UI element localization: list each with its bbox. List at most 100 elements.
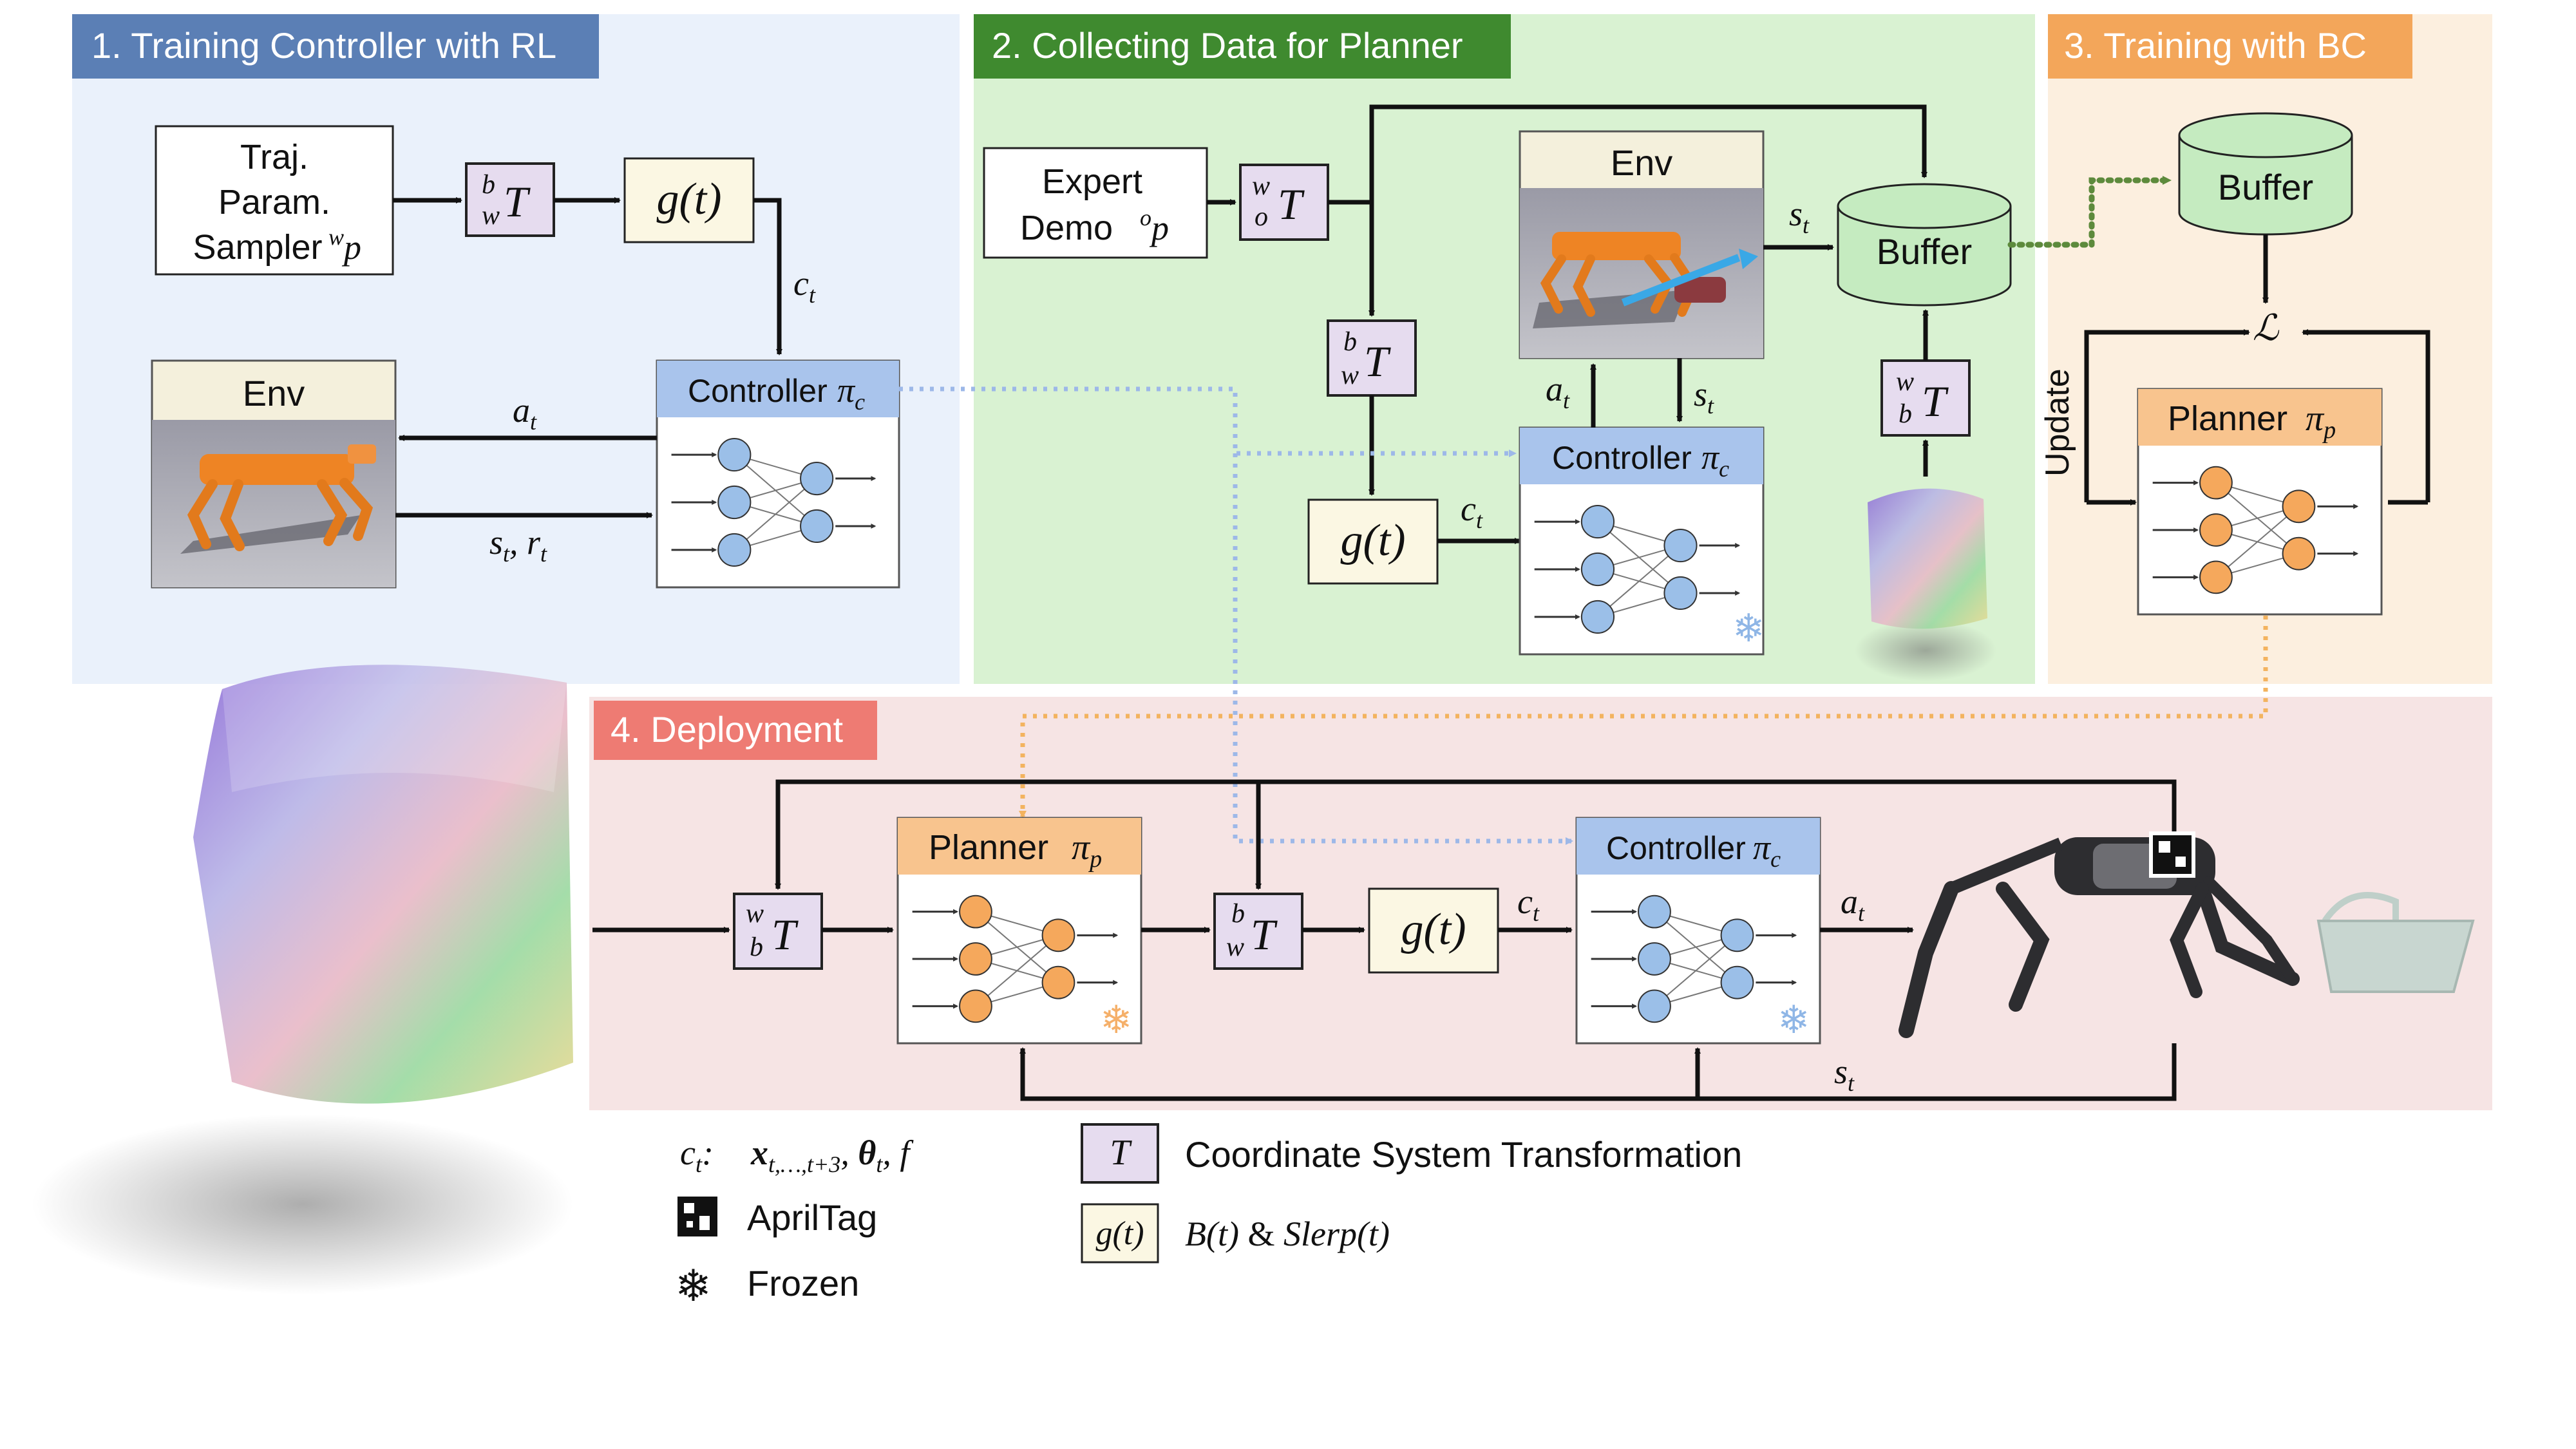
s4-g-box: g(t): [1368, 887, 1499, 974]
legend: ct: xt,…,t+3, θt, f AprilTag ❄ Frozen T …: [675, 1123, 1742, 1312]
svg-text:πp: πp: [2306, 399, 2336, 444]
s2-pointcloud-image: [1855, 488, 1996, 681]
nn-node: [717, 533, 752, 567]
svg-text:T: T: [1110, 1133, 1132, 1173]
svg-text:Controller: Controller: [1606, 830, 1746, 866]
svg-text:Buffer: Buffer: [1877, 231, 1972, 272]
s2-robot-image: [1533, 232, 1758, 328]
svg-text:Controller: Controller: [688, 373, 828, 409]
svg-text:πp: πp: [1072, 828, 1102, 873]
nn-node: [717, 485, 752, 520]
nn-node: [1720, 965, 1754, 999]
s1-sampler-box: Traj. Param. Sampler wp: [155, 125, 394, 276]
svg-text:ct: ct: [1517, 882, 1540, 926]
svg-text:st: st: [1694, 375, 1714, 419]
svg-text:2. Collecting Data for Planner: 2. Collecting Data for Planner: [992, 25, 1463, 66]
svg-text:πc: πc: [1753, 828, 1781, 872]
svg-text:T: T: [1251, 910, 1278, 959]
svg-text:Frozen: Frozen: [747, 1263, 859, 1303]
svg-text:w: w: [482, 201, 500, 231]
svg-text:at: at: [1841, 882, 1865, 926]
svg-text:g(t): g(t): [1095, 1215, 1144, 1252]
svg-text:b: b: [1343, 327, 1357, 357]
svg-text:AprilTag: AprilTag: [747, 1197, 877, 1238]
nn-node: [2199, 513, 2233, 547]
s4-planner-frozen-icon: ❄: [1100, 998, 1132, 1043]
s1-g-box: g(t): [623, 157, 755, 243]
svg-text:g(t): g(t): [1340, 516, 1405, 565]
section1-header: 1. Training Controller with RL: [72, 14, 599, 79]
svg-text:g(t): g(t): [656, 175, 721, 224]
svg-text:Param.: Param.: [218, 183, 330, 222]
svg-text:1. Training Controller with RL: 1. Training Controller with RL: [91, 25, 556, 66]
svg-text:at: at: [1546, 370, 1570, 413]
nn-node: [1041, 918, 1075, 952]
nn-node: [1580, 600, 1615, 634]
s4-transform-wb: w b T: [733, 893, 823, 970]
s2-expert-box: Expert Demo op: [983, 147, 1208, 259]
svg-text:at: at: [513, 391, 537, 435]
apriltag-icon: [677, 1197, 717, 1236]
svg-text:g(t): g(t): [1401, 905, 1466, 954]
svg-text:Expert: Expert: [1042, 162, 1142, 201]
nn-node: [959, 895, 992, 929]
s4-robot-image: [1899, 831, 2475, 1038]
legend-T-box: [1081, 1123, 1159, 1184]
svg-text:Planner: Planner: [929, 828, 1048, 867]
s3-planner-box: Planner πp: [2137, 388, 2383, 616]
svg-text:op: op: [1140, 205, 1169, 247]
nn-node: [1720, 918, 1754, 952]
nn-node: [2282, 489, 2316, 524]
nn-node: [1638, 989, 1671, 1023]
svg-text:T: T: [1278, 180, 1305, 229]
s4-transform-bw: b w T: [1213, 893, 1303, 970]
svg-text:Buffer: Buffer: [2218, 167, 2313, 207]
s1-robot-image: [180, 444, 376, 554]
nn-node: [1638, 942, 1671, 976]
s2-buffer: Buffer: [1837, 183, 2012, 307]
s4-planner-box: Planner πp ❄: [896, 817, 1142, 1045]
svg-text:b: b: [1899, 399, 1912, 429]
section3-header: 3. Training with BC: [2048, 14, 2412, 79]
s3-buffer: Buffer: [2178, 112, 2353, 236]
nn-node: [800, 461, 834, 496]
svg-text:Demo: Demo: [1020, 209, 1113, 247]
svg-text:o: o: [1255, 202, 1268, 232]
s2-transform-wo: w o T: [1239, 164, 1329, 241]
s3-update-label: Update: [2039, 368, 2076, 477]
svg-text:st: st: [1834, 1052, 1855, 1096]
s2-controller-box: Controller πc ❄: [1519, 426, 1765, 656]
svg-text:T: T: [1922, 377, 1949, 426]
svg-text:Sampler: Sampler: [193, 228, 322, 267]
nn-node: [1580, 505, 1615, 539]
s1-transform-box: b w T: [465, 162, 555, 237]
s4-controller-frozen-icon: ❄: [1777, 998, 1810, 1043]
section2-bg: [974, 14, 2035, 684]
svg-text:Env: Env: [1611, 142, 1673, 183]
svg-text:w: w: [746, 899, 764, 929]
svg-text:Coordinate System Transformati: Coordinate System Transformation: [1185, 1134, 1742, 1175]
svg-text:Env: Env: [243, 373, 305, 413]
nn-node: [1663, 528, 1698, 563]
svg-text:b: b: [482, 170, 495, 200]
svg-text:b: b: [750, 933, 763, 962]
legend-ct-def: xt,…,t+3, θt, f: [750, 1133, 914, 1177]
nn-node: [959, 989, 992, 1023]
svg-text:Planner: Planner: [2168, 399, 2287, 438]
svg-text:wp: wp: [328, 224, 361, 267]
nn-node: [1638, 895, 1671, 929]
nn-node: [2199, 560, 2233, 594]
svg-text:T: T: [504, 177, 531, 226]
nn-node: [959, 942, 992, 976]
section4-header: 4. Deployment: [594, 701, 877, 760]
svg-text:4. Deployment: 4. Deployment: [611, 709, 844, 750]
s2-transform-bw: b w T: [1327, 319, 1417, 397]
svg-text:B(t) & Slerp(t): B(t) & Slerp(t): [1185, 1215, 1390, 1253]
s1-env-box: Env: [151, 359, 397, 589]
svg-text:Controller: Controller: [1552, 440, 1692, 476]
svg-text:w: w: [1341, 361, 1359, 390]
s2-transform-wb: w b T: [1880, 359, 1971, 437]
s1-controller-box: Controller πc: [656, 359, 900, 589]
